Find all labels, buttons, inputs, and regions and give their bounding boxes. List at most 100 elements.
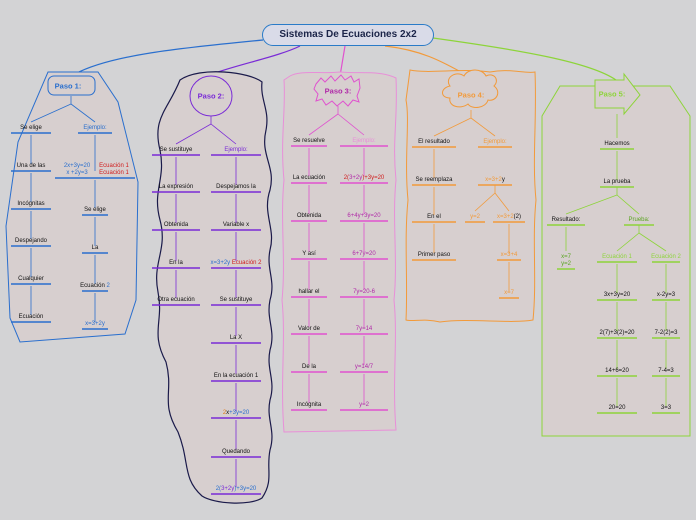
- p4-left-0[interactable]: El resultado: [418, 139, 450, 145]
- paso4-node: [442, 69, 499, 108]
- p1-ex-b4[interactable]: x=3+2y: [85, 321, 105, 327]
- p3-left-7[interactable]: Incógnita: [296, 402, 322, 408]
- connector-2: [70, 103, 96, 123]
- p3-r0[interactable]: 2(3+2y)+3y=20: [343, 175, 385, 181]
- p5-ec1-label[interactable]: Ecuación 1: [602, 254, 632, 260]
- p5-ec1-3[interactable]: 20=20: [608, 405, 626, 411]
- p2-r9[interactable]: 2(3+2y)+3y=20: [215, 486, 257, 492]
- p3-left-6[interactable]: De la: [301, 364, 317, 370]
- connector-26: [175, 123, 212, 145]
- connector-58: [337, 113, 365, 136]
- paso3-boundary: [281, 71, 397, 433]
- p3-r2[interactable]: 6+7y=20: [352, 251, 376, 257]
- p3-left-3[interactable]: Y así: [302, 251, 316, 257]
- connector-27: [210, 123, 237, 145]
- p1-left-0[interactable]: Se elige: [20, 125, 42, 131]
- p3-r4[interactable]: 7y=14: [355, 326, 373, 332]
- p1-left-4[interactable]: Cualquier: [18, 276, 44, 282]
- p5-top-1[interactable]: La prueba: [603, 179, 631, 185]
- p1-eq1[interactable]: 2x+3y=20: [63, 163, 91, 169]
- p1-ex-b2[interactable]: La: [91, 245, 99, 251]
- p4-left-1[interactable]: Se reemplaza: [415, 177, 453, 183]
- p2-r8[interactable]: Quedando: [221, 449, 251, 455]
- p5-resultado[interactable]: Resultado:: [551, 217, 581, 223]
- p4-ejemplo[interactable]: Ejemplo:: [483, 139, 507, 145]
- link-paso1: [74, 39, 264, 75]
- p3-left-2[interactable]: Obtenida: [296, 213, 322, 219]
- p2-r3[interactable]: x=3+2y Ecuación 2: [210, 260, 262, 266]
- p5-ec2-0[interactable]: x-2y=3: [656, 292, 676, 298]
- p5-prueba[interactable]: Prueba:: [628, 217, 650, 223]
- p2-r2[interactable]: Variable x: [222, 222, 250, 228]
- p4-r2[interactable]: y=2: [470, 214, 480, 220]
- p2-left-1[interactable]: La expresión: [158, 184, 194, 190]
- p5-res2[interactable]: y=2: [561, 261, 571, 267]
- p5-ec2-3[interactable]: 3=3: [660, 405, 672, 411]
- p5-ec1-1[interactable]: 2(7)+3(2)=20: [599, 330, 635, 336]
- p4-left-2[interactable]: En el: [427, 214, 441, 220]
- link-paso3: [339, 45, 346, 77]
- p3-ejemplo[interactable]: Ejemplo:: [352, 138, 376, 144]
- connector-116: [616, 194, 640, 215]
- p2-left-3[interactable]: En la: [169, 260, 183, 266]
- p3-left-1[interactable]: La ecuación: [292, 175, 326, 181]
- p1-tag2[interactable]: Ecuación 1: [99, 170, 129, 176]
- p5-res1[interactable]: x=7: [561, 254, 571, 260]
- paso3-title[interactable]: Paso 3:: [324, 86, 352, 96]
- paso2-title[interactable]: Paso 2:: [197, 91, 225, 101]
- paso5-title[interactable]: Paso 5:: [598, 89, 626, 99]
- p4-r5[interactable]: x=7: [504, 290, 514, 296]
- p1-left-2[interactable]: Incógnitas: [17, 201, 45, 207]
- p1-ex-b3[interactable]: Ecuación 2: [80, 283, 110, 289]
- p2-left-4[interactable]: Otra ecuación: [157, 297, 195, 303]
- p5-top-0[interactable]: Hacemos: [604, 141, 630, 147]
- p2-r5[interactable]: La X: [229, 335, 243, 341]
- p2-left-2[interactable]: Obtenida: [163, 222, 189, 228]
- p1-left-1[interactable]: Una de las: [16, 163, 46, 169]
- p3-r1[interactable]: 6+4y+3y=20: [347, 213, 381, 219]
- page-title[interactable]: Sistemas De Ecuaciones 2x2: [262, 24, 434, 46]
- connector-123: [638, 232, 667, 252]
- p1-eq2[interactable]: x +2y=3: [66, 170, 88, 176]
- p1-left-5[interactable]: Ecuación: [18, 314, 44, 320]
- p5-ec2-label[interactable]: Ecuación 2: [651, 254, 681, 260]
- connector-57: [308, 113, 339, 136]
- p5-ec2-1[interactable]: 7-2(2)=3: [654, 330, 678, 336]
- p2-r7[interactable]: 2x+3y=20: [222, 410, 250, 416]
- p1-ex-b1[interactable]: Se elige: [84, 207, 106, 213]
- p1-ejemplo[interactable]: Ejemplo:: [83, 125, 107, 131]
- paso1-title[interactable]: Paso 1:: [54, 81, 82, 91]
- p5-ec2-2[interactable]: 7-4=3: [658, 368, 674, 374]
- p4-r3[interactable]: x=3+2(2): [496, 214, 522, 220]
- p4-r4[interactable]: x=3+4: [500, 252, 518, 258]
- p3-left-0[interactable]: Se resuelve: [293, 138, 325, 144]
- connector-102: [474, 192, 496, 212]
- p2-left-0[interactable]: Se sustituye: [159, 147, 193, 153]
- p5-ec1-2[interactable]: 14+6=20: [605, 368, 629, 374]
- p2-r4[interactable]: Se sustituye: [219, 297, 253, 303]
- p3-r6[interactable]: y=2: [359, 402, 369, 408]
- p4-left-3[interactable]: Primer paso: [417, 252, 451, 258]
- link-paso5: [432, 37, 617, 81]
- p5-ec1-0[interactable]: 3x+3y=20: [603, 292, 631, 298]
- p2-ejemplo[interactable]: Ejemplo:: [224, 147, 248, 153]
- link-paso2: [211, 45, 301, 75]
- paso4-boundary: [405, 69, 537, 323]
- p3-r3[interactable]: 7y=20-6: [353, 289, 375, 295]
- connector-90: [433, 117, 472, 137]
- connector-122: [616, 232, 640, 252]
- connector-91: [470, 117, 496, 137]
- p3-r5[interactable]: y=14/7: [354, 364, 374, 370]
- p1-tag1[interactable]: Ecuación 1: [99, 163, 129, 169]
- p2-r6[interactable]: En la ecuación 1: [213, 373, 259, 379]
- paso4-title[interactable]: Paso 4:: [457, 90, 485, 100]
- paso1-node: [47, 75, 96, 96]
- connector-103: [494, 192, 510, 212]
- p3-left-4[interactable]: hallar el: [298, 289, 320, 295]
- connector-115: [565, 194, 618, 215]
- p4-r1[interactable]: x=3+2y: [485, 177, 505, 183]
- p1-left-3[interactable]: Despejando: [14, 238, 48, 244]
- p3-left-5[interactable]: Valor de: [298, 326, 320, 332]
- p2-r1[interactable]: Despejamos la: [216, 184, 256, 190]
